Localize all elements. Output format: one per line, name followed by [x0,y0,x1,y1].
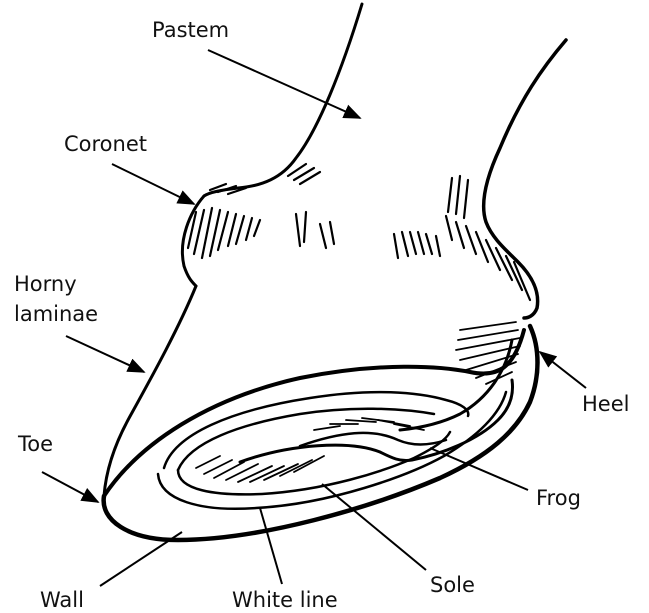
hoof-wall-front [102,284,198,498]
label-heel: Heel [582,392,629,416]
sole-pointer [321,483,427,571]
label-wall: Wall [40,588,84,612]
wall-pointer [99,531,183,587]
label-pastem: Pastem [152,18,229,42]
pastern-back-outline [481,38,568,320]
leader-lines [41,49,587,587]
frog-pointer [429,447,529,491]
coronet-hatching [186,162,532,302]
label-frog: Frog [536,486,581,510]
pastem-pointer [207,49,362,119]
hoof-illustration [101,2,568,543]
white-line-pointer [259,507,283,585]
white-line-inner [162,390,470,470]
hoof-ground-rim-back [102,328,526,498]
label-coronet: Coronet [64,132,147,156]
toe-pointer [41,471,100,503]
horny-laminae-pointer [65,335,146,373]
label-horny-laminae-line1: Horny [14,272,77,296]
label-sole: Sole [430,573,475,597]
coronet-band-outline [180,194,206,288]
label-horny-laminae-line2: laminae [14,302,98,326]
coronet-pointer [111,163,196,205]
label-toe: Toe [17,432,53,456]
label-white-line: White line [232,588,338,612]
sole-hatching [195,417,425,483]
sole-top [176,407,436,472]
heel-pointer [538,350,587,389]
heel-bar [398,338,514,432]
frog-outline [238,378,514,464]
frog-cleft [298,431,448,448]
hoof-ground-rim-outer [101,323,540,543]
labels: Pastem Coronet Horny laminae Toe Heel Fr… [14,18,629,612]
white-line-outline [156,390,508,510]
